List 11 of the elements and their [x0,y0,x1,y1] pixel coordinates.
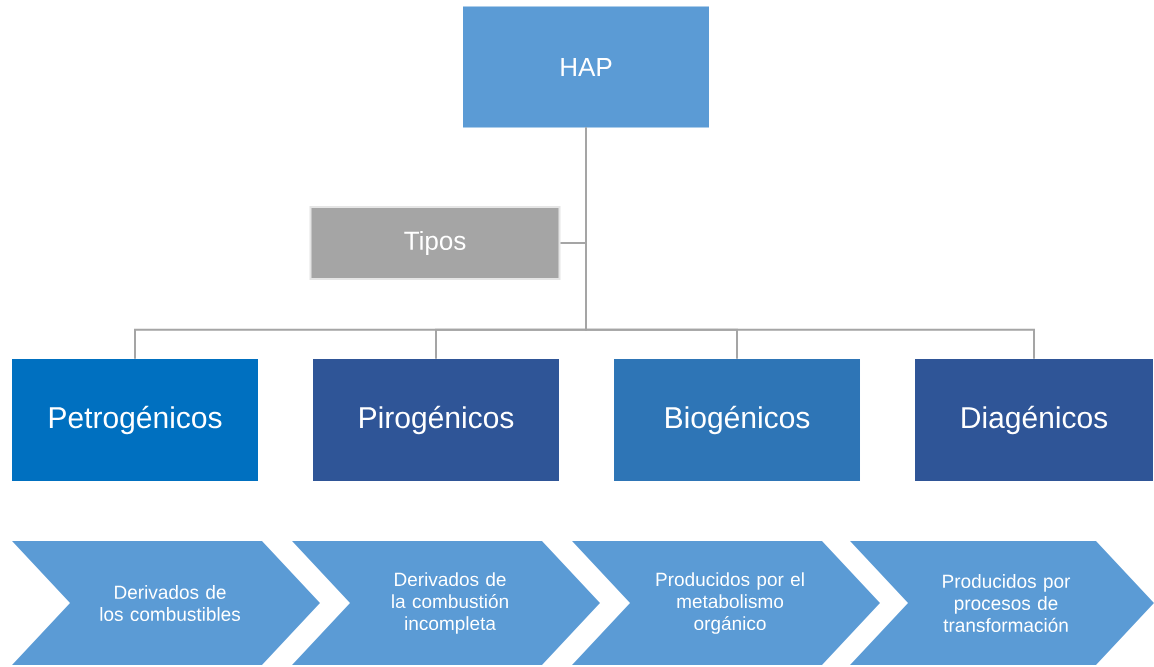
chevron-box: Producidos por el metabolismo orgánico [572,541,880,665]
title-box: HAP [463,6,709,128]
type-box: Diagénicos [915,359,1153,481]
type-box: Pirogénicos [313,359,559,481]
chevron-box: Derivados de los combustibles [12,541,320,665]
category-box: Tipos [309,206,561,280]
chevron-box: Producidos por procesos de transformación [850,541,1154,665]
connector-line [585,126,1035,360]
type-box: Petrogénicos [12,359,258,481]
chevron-box: Derivados de la combustión incompleta [292,541,600,665]
type-box: Biogénicos [614,359,860,481]
